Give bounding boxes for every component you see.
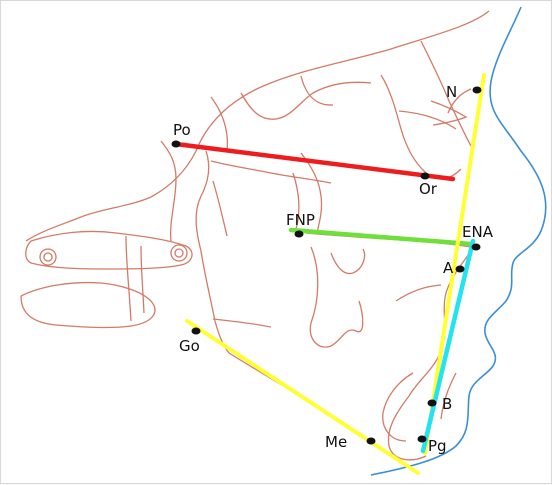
landmark-dot-me (367, 438, 376, 445)
landmark-dot-fnp (295, 231, 304, 238)
palatal-plane-line (291, 230, 471, 244)
landmark-label-po: Po (173, 123, 191, 138)
landmark-dot-ena (472, 244, 481, 251)
landmark-label-me: Me (325, 435, 347, 450)
landmark-dot-go (192, 328, 201, 335)
landmark-label-n: N (446, 85, 457, 100)
landmark-dot-po (172, 141, 181, 148)
landmark-label-fnp: FNP (286, 213, 315, 228)
landmark-label-b: B (442, 397, 452, 412)
landmark-dot-a (456, 266, 465, 273)
landmark-dot-pg (418, 436, 427, 443)
skeletal-tracing (21, 11, 489, 460)
landmark-label-ena: ENA (462, 225, 493, 240)
landmark-label-or: Or (419, 182, 437, 197)
mandibular-plane-line (187, 321, 418, 473)
landmark-label-go: Go (179, 339, 200, 354)
landmark-dot-n (473, 87, 482, 94)
landmark-dot-b (428, 400, 437, 407)
landmark-dot-or (421, 173, 430, 180)
landmark-label-pg: Pg (428, 439, 447, 454)
landmark-label-a: A (443, 261, 453, 276)
